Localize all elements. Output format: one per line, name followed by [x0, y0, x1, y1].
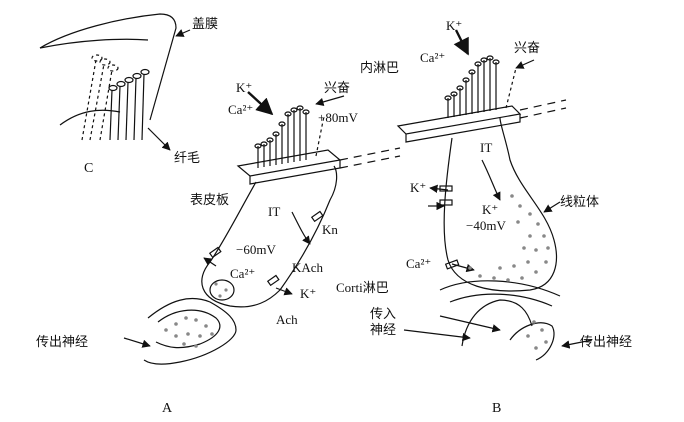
panel-a-ca-in: Ca²⁺: [230, 266, 255, 281]
panel-a-it-label: IT: [268, 204, 280, 219]
panel-b-voltage-cell: −40mV: [466, 218, 506, 233]
panel-b-it-label: IT: [480, 140, 492, 155]
panel-a-kach-label: KAch: [292, 260, 324, 275]
connecting-dashed-lines: [339, 99, 567, 169]
panel-b-mitochondria-stipple: [468, 194, 550, 350]
panel-a-k-label: K⁺: [236, 80, 252, 95]
panel-a-ach-label: Ach: [276, 312, 298, 327]
panel-c-cilia-label: 纤毛: [174, 151, 200, 166]
panel-a-stipple: [164, 282, 228, 348]
panel-b-ca-in: Ca²⁺: [406, 256, 431, 271]
panel-b-cell: [396, 29, 593, 361]
panel-b-cortilymph-label: Corti淋巴: [336, 280, 389, 295]
panel-b-letter: B: [492, 401, 501, 416]
panel-b-afferent-line-1: 传入: [370, 307, 396, 322]
panel-a-excite-label: 兴奋: [324, 81, 350, 96]
panel-a-kn-label: Kn: [322, 222, 338, 237]
panel-a-letter: A: [162, 401, 173, 416]
panel-a-cuticular-label: 表皮板: [190, 193, 229, 208]
panel-a-ca-label: Ca²⁺: [228, 102, 253, 117]
panel-c-letter: C: [84, 161, 93, 176]
panel-b-afferent-label: 传入 神经: [370, 307, 400, 338]
panel-b-efferent-label: 传出神经: [580, 335, 632, 350]
panel-c-drawing: [39, 13, 191, 151]
panel-b-ca-label: Ca²⁺: [420, 50, 445, 65]
panel-b-k-label: K⁺: [446, 18, 462, 33]
panel-a-cell: [123, 91, 345, 365]
panel-a-voltage-endo: +80mV: [318, 110, 358, 125]
panel-b-mito-label: 线粒体: [560, 195, 599, 210]
panel-b-k-out: K⁺: [410, 180, 426, 195]
panel-c-membrane-label: 盖膜: [192, 17, 218, 32]
panel-b-endolymph-label: 内淋巴: [360, 60, 399, 76]
panel-b-afferent-line-2: 神经: [370, 323, 396, 338]
panel-a-k-out: K⁺: [300, 286, 316, 301]
panel-a-efferent-label: 传出神经: [36, 335, 88, 350]
panel-b-excite-label: 兴奋: [514, 41, 540, 56]
panel-b-k-in: K⁺: [482, 202, 498, 217]
panel-a-voltage-cell: −60mV: [236, 242, 276, 257]
